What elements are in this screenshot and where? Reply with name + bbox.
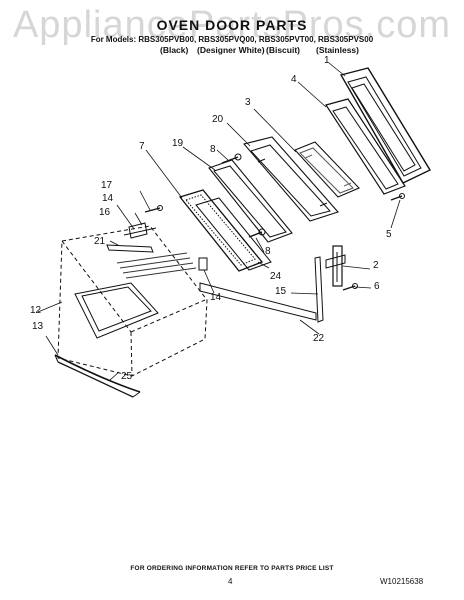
callout-1: 1 — [324, 55, 330, 66]
part-bracket-16 — [128, 222, 148, 239]
page-title: OVEN DOOR PARTS — [156, 17, 308, 33]
callout-12: 12 — [30, 305, 42, 316]
callout-24: 24 — [270, 271, 282, 282]
document-code: W10215638 — [380, 577, 424, 586]
screw-8b — [248, 228, 266, 238]
part-vent-14a — [198, 257, 208, 271]
callout-2: 2 — [373, 260, 379, 271]
vent-slots — [116, 252, 197, 279]
callout-16: 16 — [99, 207, 111, 218]
screw-8a — [221, 153, 242, 164]
part-top-trim-21 — [106, 244, 154, 253]
leader-lines — [37, 62, 401, 381]
part-inner-liner — [243, 136, 339, 222]
part-outer-door-frame — [339, 67, 431, 184]
part-bottom-trim-22 — [199, 282, 317, 321]
callout-5: 5 — [386, 229, 392, 240]
callout-17: 17 — [101, 180, 113, 191]
callout-15: 15 — [275, 286, 287, 297]
part-handle-25 — [54, 354, 141, 398]
callout-7: 7 — [139, 141, 145, 152]
variant-biscuit: (Biscuit) — [266, 45, 300, 55]
callout-13: 13 — [32, 321, 44, 332]
screw-6 — [342, 283, 358, 291]
callout-20: 20 — [212, 114, 224, 125]
screw-5 — [390, 193, 405, 201]
part-spacer-24 — [195, 197, 272, 271]
variant-designer-white: (Designer White) — [197, 45, 265, 55]
part-outer-door-window — [74, 282, 159, 339]
callout-8-lower: 8 — [265, 246, 271, 257]
variant-black: (Black) — [160, 45, 189, 55]
variant-stainless: (Stainless) — [316, 45, 359, 55]
callout-22: 22 — [313, 333, 325, 344]
page-number: 4 — [228, 577, 233, 586]
callout-19: 19 — [172, 138, 184, 149]
models-line: For Models: RBS305PVB00, RBS305PVQ00, RB… — [90, 35, 374, 44]
callout-8-upper: 8 — [210, 144, 216, 155]
callout-6: 6 — [374, 281, 380, 292]
callout-25: 25 — [121, 371, 133, 382]
callout-14-upper: 14 — [102, 193, 114, 204]
part-window-glass-7 — [178, 189, 264, 272]
part-door-assembly-12 — [57, 225, 208, 377]
callout-4: 4 — [291, 74, 297, 85]
callout-21: 21 — [94, 236, 106, 247]
ordering-note: FOR ORDERING INFORMATION REFER TO PARTS … — [130, 565, 334, 572]
part-vent-14b — [123, 227, 157, 236]
part-hinge-channel-15 — [314, 256, 324, 323]
part-hinge-2 — [325, 245, 346, 287]
part-screw-17 — [144, 205, 163, 213]
part-glass-panel-3 — [294, 141, 360, 198]
callout-14-lower: 14 — [210, 292, 222, 303]
part-door-gasket — [325, 98, 406, 195]
callout-3: 3 — [245, 97, 251, 108]
